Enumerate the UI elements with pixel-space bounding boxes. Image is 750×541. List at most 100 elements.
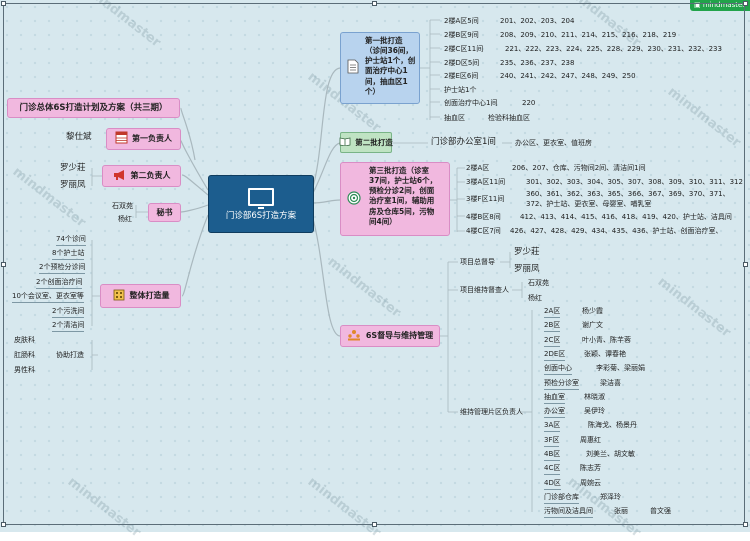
first-person-label: 第一负责人 <box>132 134 172 143</box>
area-row-value: 杨少霞 <box>582 307 603 315</box>
scale-item: 2个清洁间 <box>52 321 85 332</box>
batch3-row-value: 426、427、428、429、434、435、436、护士站、创面治疗室、 <box>510 227 723 235</box>
batch3-line: 预检分诊2间，创面 <box>369 186 435 196</box>
scale-node[interactable]: 整体打造量 <box>100 284 181 308</box>
scale-item: 2个预检分诊间 <box>39 263 86 274</box>
batch3-row-key: 3楼A区11间 <box>466 178 506 186</box>
resize-handle[interactable] <box>372 522 377 527</box>
monitor-icon <box>248 187 274 209</box>
mindmaster-badge[interactable]: ▣ mindmaster <box>690 0 750 11</box>
batch1-row-value: 201、202、203、204 <box>500 17 575 25</box>
batch3-row-value: 301、302、303、304、305、307、308、309、310、311、… <box>526 178 743 186</box>
batch3-row-value: 206、207、仓库、污物间2间、清洁间1间 <box>512 164 646 172</box>
plan-title-node[interactable]: 门诊总体6S打造计划及方案（共三期） <box>7 98 180 118</box>
batch3-row-value: 372、护士站、更衣室、母婴室、哺乳室 <box>526 200 652 208</box>
batch1-row-key: 2楼B区9间 <box>444 31 479 39</box>
keeper-name: 杨红 <box>528 294 542 302</box>
area-row-value: 周婉云 <box>580 478 601 487</box>
batch1-row-key: 2楼D区5间 <box>444 59 480 67</box>
batch3-line: 37间，护士站6个， <box>369 176 438 186</box>
central-topic[interactable]: 门诊部6S打造方案 <box>208 175 314 233</box>
batch3-row-value: 412、413、414、415、416、418、419、420、护士站、洁具间 <box>520 213 732 221</box>
resize-handle[interactable] <box>1 262 6 267</box>
scale-item: 2个污洗间 <box>52 307 85 318</box>
supervise-node[interactable]: 6S督导与维持管理 <box>340 325 440 347</box>
batch3-row-key: 3楼F区11间 <box>466 195 505 203</box>
secretary-label: 秘书 <box>156 207 173 217</box>
assist-item: 肛肠科 <box>14 351 35 359</box>
building-icon <box>112 288 126 304</box>
batch1-row-key: 抽血区 <box>444 114 465 122</box>
batch1-row-key: 2楼C区11间 <box>444 45 484 53</box>
supervise-label: 6S督导与维持管理 <box>365 331 434 340</box>
central-topic-label: 门诊部6S打造方案 <box>225 210 297 221</box>
batch1-row-value: 208、209、210、211、214、215、216、218、219 <box>500 31 677 39</box>
batch3-line: 治疗室1间，辅助用 <box>369 196 435 206</box>
document-icon <box>347 59 359 77</box>
area-row-key: 2A区 <box>544 307 561 318</box>
area-row-value: 梁洁喜 <box>600 378 621 387</box>
area-row-value: 叶小青、陈芊蓉 <box>582 335 631 344</box>
batch2-label: 第二批打造 <box>355 137 393 147</box>
area-row-value: 林晓淑 <box>584 392 605 401</box>
area-row-value: 陈志芳 <box>580 464 601 473</box>
area-row-value: 李彩菊、梁丽娟 <box>596 364 645 373</box>
resize-handle[interactable] <box>743 522 748 527</box>
batch2-detail: 办公区、更衣室、值班房 <box>515 139 592 147</box>
area-row-value: 陈海戈、杨景丹 <box>588 421 637 430</box>
area-row-key: 抽血室 <box>544 393 565 404</box>
batch1-line: 间，抽血区1 <box>365 76 408 86</box>
team-icon <box>347 329 361 344</box>
area-row-key: 预检分诊室 <box>544 379 579 390</box>
area-row-value: 吴伊玲 <box>584 407 605 416</box>
area-row-value: 曾文强 <box>650 507 671 516</box>
book-icon <box>339 136 351 148</box>
batch1-row-key: 护士站1个 <box>444 86 477 94</box>
area-row-key: 办公室 <box>544 407 565 419</box>
area-row-value: 张颖、谭春艳 <box>584 349 626 358</box>
mindmaster-logo-icon: ▣ <box>694 1 703 9</box>
area-row-key: 门诊部仓库 <box>544 493 579 504</box>
area-row-value: 张丽 <box>614 507 628 516</box>
secretary-name-2: 杨红 <box>118 215 132 223</box>
secretary-node[interactable]: 秘书 <box>148 203 181 222</box>
batch3-row-key: 4楼B区8间 <box>466 213 501 221</box>
scale-label: 整体打造量 <box>129 291 170 300</box>
batch1-row-key: 2楼E区6间 <box>444 72 479 80</box>
secretary-name-1: 石双苑 <box>112 202 133 210</box>
target-icon <box>347 191 361 208</box>
plan-title: 门诊总体6S打造计划及方案（共三期） <box>19 102 168 113</box>
batch1-line: 护士站1个，创 <box>365 56 416 66</box>
scale-item: 74个诊间 <box>56 235 86 246</box>
area-row-key: 创面中心 <box>544 364 572 376</box>
assist-item: 皮肤科 <box>14 336 35 344</box>
resize-handle[interactable] <box>1 522 6 527</box>
resize-handle[interactable] <box>1 1 6 6</box>
area-row-value: 谢广文 <box>582 321 603 330</box>
assist-label: 协助打造 <box>56 351 84 359</box>
batch3-node[interactable]: 第三批打造（诊室 37间，护士站6个， 预检分诊2间，创面 治疗室1间，辅助用 … <box>340 162 450 236</box>
batch3-line: 第三批打造（诊室 <box>369 166 429 175</box>
resize-handle[interactable] <box>743 262 748 267</box>
area-row-key: 2DE区 <box>544 350 566 361</box>
leader-name: 罗丽凤 <box>514 264 540 274</box>
batch1-line: （诊间36间， <box>365 46 413 56</box>
second-person-name-2: 罗丽凤 <box>60 180 86 190</box>
area-row-key: 2B区 <box>544 321 561 333</box>
resize-handle[interactable] <box>743 1 748 6</box>
area-row-value: 刘美兰、胡文敏 <box>586 450 635 458</box>
second-person-name-1: 罗少莊 <box>60 163 86 173</box>
batch1-row-value: 检验科抽血区 <box>488 114 530 122</box>
batch1-node[interactable]: 第一批打造 （诊间36间， 护士站1个，创 面治疗中心1 间，抽血区1 个） <box>340 32 420 104</box>
resize-handle[interactable] <box>372 1 377 6</box>
area-row-value: 郑泽玲 <box>600 492 621 501</box>
keeper-name: 石双苑 <box>528 279 549 287</box>
first-person-node[interactable]: 第一负责人 <box>106 128 181 150</box>
batch1-row-value: 220 <box>522 99 536 107</box>
batch2-node[interactable]: 第二批打造 <box>339 132 393 153</box>
assist-item: 男性科 <box>14 366 35 374</box>
second-person-node[interactable]: 第二负责人 <box>102 165 181 187</box>
batch1-line: 个） <box>365 86 380 96</box>
scale-item: 10个会议室、更衣室等 <box>12 292 84 303</box>
